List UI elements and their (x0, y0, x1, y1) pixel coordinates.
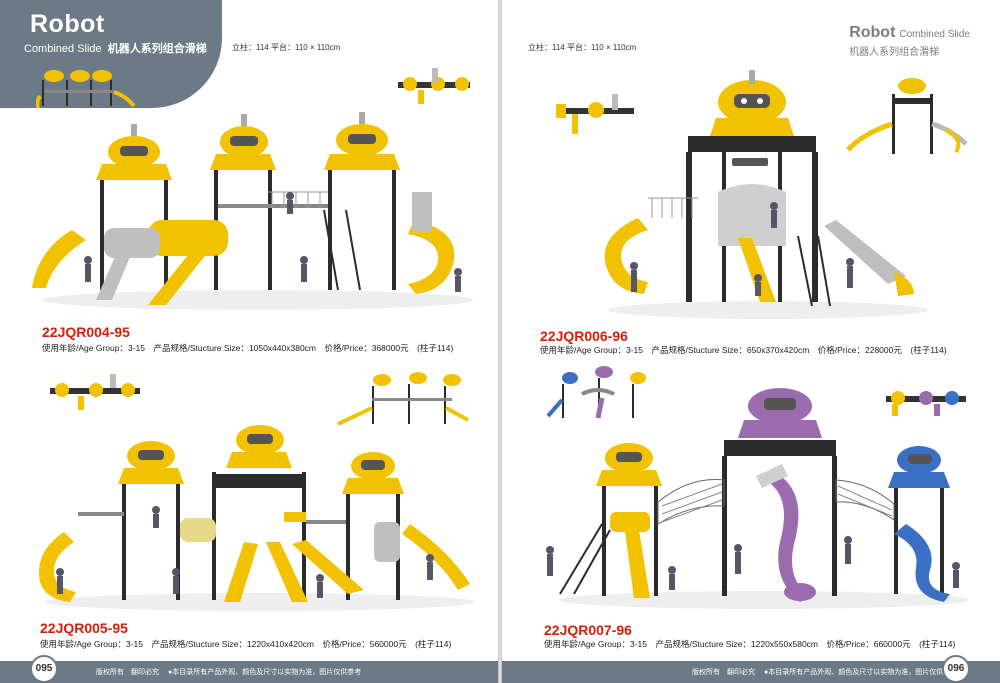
page-number: 096 (942, 655, 970, 683)
product-thumbnail-side-view (542, 364, 654, 422)
product-thumbnail-side-view (842, 64, 970, 158)
footer-copyright: 版权所有 翻印必究 (692, 669, 755, 676)
product-illustration-22JQR006-96 (598, 66, 928, 320)
brand-subtitle: Combined Slide 机器人系列组合滑梯 (24, 40, 207, 56)
product-thumbnail-side-view (332, 368, 472, 428)
brand-subtitle-en: Combined Slide (24, 43, 102, 55)
product-code: 22JQR005-95 (40, 620, 128, 636)
product-description: 使用年龄/Age Group：3-15 产品规格/Stucture Size：1… (40, 639, 452, 649)
product-thumbnail-side-view (36, 66, 136, 110)
footer-bar-left: 095 版权所有 翻印必究 ●本目录所有产品外观、颜色及尺寸以实物为准，图片仅供… (0, 655, 498, 683)
product-code: 22JQR004-95 (42, 324, 130, 340)
product-description: 使用年龄/Age Group：3-15 产品规格/Stucture Size：6… (540, 345, 947, 355)
brand-title: Robot (849, 24, 896, 41)
brand-subtitle-cn: 机器人系列组合滑梯 (849, 47, 940, 58)
footer-copyright: 版权所有 翻印必究 (96, 669, 159, 676)
product-illustration-22JQR004-95 (28, 100, 480, 312)
product-code: 22JQR006-96 (540, 328, 628, 344)
catalog-page-left: Robot Combined Slide 机器人系列组合滑梯 立柱：114 平台… (0, 0, 498, 683)
product-description: 使用年龄/Age Group：3-15 产品规格/Stucture Size：1… (544, 639, 956, 649)
page-gutter (498, 0, 502, 683)
product-thumbnail-top-view (44, 370, 148, 414)
brand-subtitle-en: Combined Slide (899, 29, 970, 40)
product-thumbnail-top-view (552, 84, 640, 146)
product-thumbnail-top-view (388, 64, 484, 106)
page-number: 095 (30, 655, 58, 683)
brand-subtitle-cn: 机器人系列组合滑梯 (107, 43, 207, 55)
footer-note: ●本目录所有产品外观、颜色及尺寸以实物为准，图片仅供参考 (168, 669, 362, 676)
spec-note: 立柱：114 平台：110 × 110cm (232, 43, 341, 52)
footer-bar-right: 版权所有 翻印必究 ●本目录所有产品外观、颜色及尺寸以实物为准，图片仅供参考 0… (502, 655, 1000, 683)
footer-note: ●本目录所有产品外观、颜色及尺寸以实物为准，图片仅供参考 (764, 669, 958, 676)
spec-note: 立柱：114 平台：110 × 110cm (528, 43, 637, 52)
brand-title: Robot (30, 10, 105, 38)
product-code: 22JQR007-96 (544, 622, 632, 638)
product-illustration-22JQR007-96 (538, 384, 974, 610)
product-illustration-22JQR005-95 (30, 412, 480, 612)
product-thumbnail-top-view (878, 378, 974, 420)
product-description: 使用年龄/Age Group：3-15 产品规格/Stucture Size：1… (42, 343, 454, 353)
